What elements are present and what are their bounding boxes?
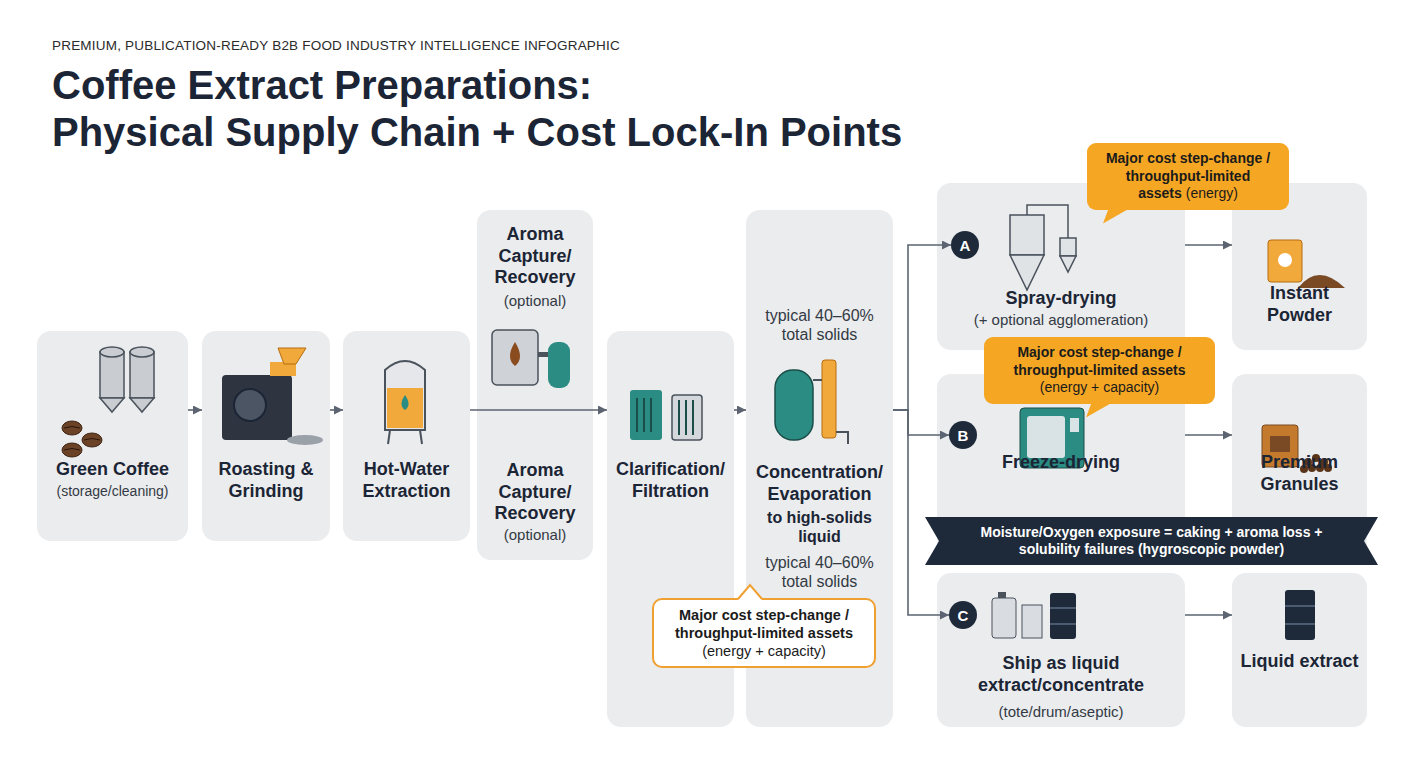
liquid-containers-icon [1022, 605, 1042, 638]
box-text: Freeze-drying [942, 452, 1180, 474]
box-text: Aroma Capture/ Recovery [482, 460, 588, 525]
cost-callout: Major cost step-change / throughput-limi… [652, 598, 876, 668]
box-text: Concentration/ Evaporation [751, 462, 888, 505]
box-text: Ship as liquid extract/concentrate [942, 653, 1180, 696]
box-text: Spray-drying [942, 288, 1180, 310]
route-badge: C [949, 601, 977, 629]
cost-callout: Major cost step-change / throughput-limi… [984, 337, 1215, 404]
flow-arrow [1185, 434, 1232, 436]
aroma-recovery-icon [492, 330, 538, 385]
header-label: PREMIUM, PUBLICATION-READY B2B FOOD INDU… [52, 38, 620, 53]
aroma-recovery-icon [510, 342, 520, 366]
box-text: Clarification/ Filtration [612, 459, 729, 502]
drum-icon [1285, 606, 1315, 624]
roaster-icon [234, 389, 266, 421]
box-text: typical 40–60% total solids [751, 553, 888, 591]
aroma-recovery-icon [538, 352, 548, 357]
route-badge: A [951, 231, 979, 259]
badge-letter: B [958, 427, 969, 444]
flow-arrow [188, 409, 202, 411]
callout-text: (energy) [1186, 185, 1238, 201]
flow-arrow [470, 409, 607, 411]
box-text: (optional) [482, 292, 588, 310]
page-title: Coffee Extract Preparations: Physical Su… [52, 62, 902, 156]
drum-icon [1285, 590, 1315, 640]
flow-arrow [1185, 244, 1232, 246]
badge-letter: C [958, 607, 969, 624]
box-text: typical 40–60% total solids [751, 306, 888, 344]
liquid-containers-icon [1050, 608, 1076, 624]
box-text: Liquid extract [1237, 651, 1362, 673]
evaporator-icon [822, 360, 836, 438]
extraction-tank-icon [385, 361, 425, 430]
silo-icon [100, 352, 124, 398]
callout-text: (energy + capacity) [664, 642, 864, 660]
box-text: Roasting & Grinding [207, 459, 325, 502]
freeze-dryer-icon [1070, 418, 1079, 432]
warning-band: Moisture/Oxygen exposure = caking + arom… [925, 517, 1378, 565]
silo-icon [130, 352, 154, 398]
badge-letter: A [960, 237, 971, 254]
box-text: (storage/cleaning) [42, 483, 183, 500]
filter-icon [630, 390, 662, 440]
box-text: (tote/drum/aseptic) [942, 703, 1180, 721]
roaster-icon [287, 435, 323, 445]
silo-icon [100, 347, 124, 357]
callout-pointer-outline [738, 585, 762, 599]
callout-text: (energy + capacity) [994, 379, 1205, 397]
box-text: Hot-Water Extraction [348, 459, 465, 502]
flow-arrow [734, 409, 746, 411]
callout-pointer-shape [738, 585, 762, 601]
callout-text: Major cost step-change / throughput-limi… [994, 344, 1205, 379]
silo-icon [130, 347, 154, 357]
band-ribbon [925, 517, 1378, 565]
roaster-icon [222, 375, 292, 440]
box-text: Aroma Capture/ Recovery [482, 224, 588, 289]
spray-dryer-icon [1010, 215, 1044, 255]
callout-text: Major cost step-change / throughput-limi… [664, 606, 864, 642]
liquid-containers-icon [998, 592, 1006, 598]
box-text: (+ optional agglomeration) [942, 311, 1180, 329]
box-text: Instant Powder [1237, 283, 1362, 326]
extraction-tank-icon [387, 388, 423, 428]
powder-bag-icon [1278, 253, 1292, 267]
spray-dryer-icon [1060, 238, 1076, 256]
flow-arrow [1185, 614, 1232, 616]
drum-icon [1285, 590, 1315, 640]
freeze-dryer-icon [1027, 416, 1065, 458]
flow-arrow [330, 409, 343, 411]
granules-bag-icon [1270, 436, 1290, 452]
route-badge: B [949, 421, 977, 449]
evaporator-icon [775, 370, 813, 440]
liquid-containers-icon [1050, 593, 1076, 639]
aroma-recovery-icon [548, 342, 570, 388]
box-text: (optional) [482, 526, 588, 544]
powder-bag-icon [1268, 240, 1302, 282]
extraction-tank-icon [402, 395, 409, 410]
band-text: Moisture/Oxygen exposure = caking + arom… [955, 524, 1348, 558]
box-text: to high-solids liquid [751, 508, 888, 546]
cost-callout: Major cost step-change / throughput-limi… [1087, 143, 1289, 210]
box-text: Green Coffee [42, 459, 183, 481]
liquid-containers-icon [992, 598, 1016, 638]
box-text: Premium Granules [1237, 452, 1362, 495]
